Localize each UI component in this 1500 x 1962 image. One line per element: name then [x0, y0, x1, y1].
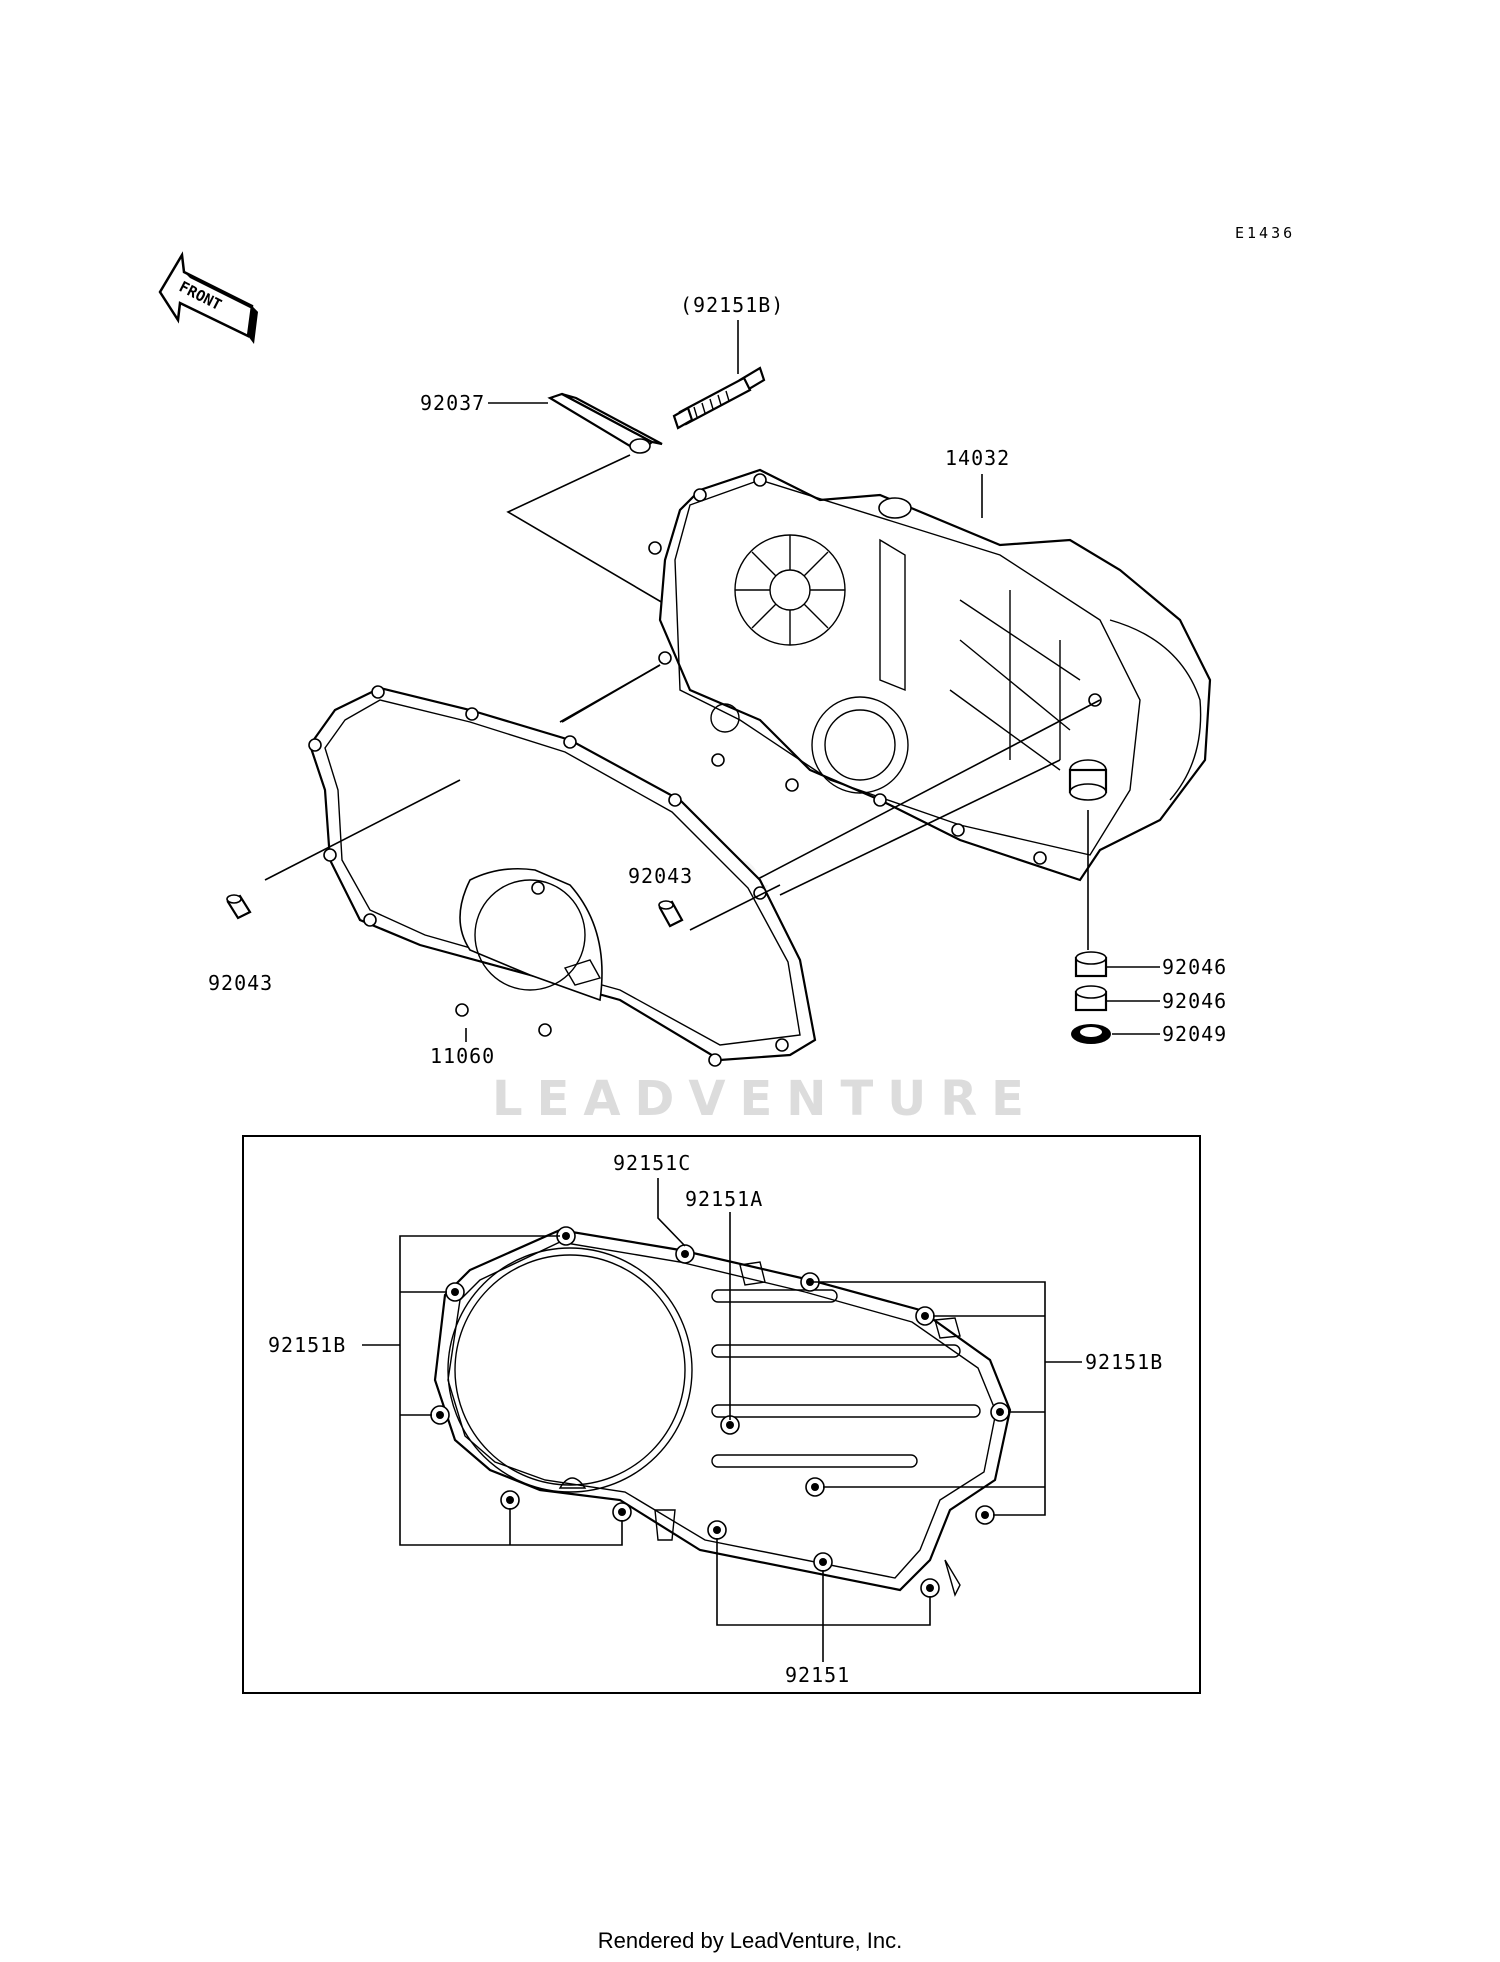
label-dowel-left: 92043 [208, 971, 273, 995]
label-bolt-ref: (92151B) [680, 293, 784, 317]
diagram-code: E1436 [1235, 224, 1295, 242]
front-arrow-icon: FRONT [158, 251, 258, 344]
gasket-part [308, 685, 817, 1067]
dowel-left-part [226, 894, 252, 920]
bolt-part [672, 320, 766, 430]
label-bolt-b-left: 92151B [268, 1333, 346, 1357]
label-bolt-plain: 92151 [785, 1663, 850, 1687]
label-bolt-a: 92151A [685, 1187, 763, 1211]
label-gasket: 11060 [430, 1044, 495, 1068]
label-bolt-b-right: 92151B [1085, 1350, 1163, 1374]
bushing-2-part [1074, 985, 1108, 1012]
bushing-1-part [1074, 951, 1108, 978]
watermark-text: LEADVENTURE [492, 1071, 1038, 1127]
bolt-layout-frame [242, 1135, 1201, 1694]
collar-part [547, 392, 663, 454]
dowel-center-part [658, 900, 684, 928]
bearing-part [1071, 1024, 1111, 1044]
label-bushing-2: 92046 [1162, 989, 1227, 1013]
footer-credit: Rendered by LeadVenture, Inc. [598, 1928, 903, 1953]
label-collar: 92037 [420, 391, 485, 415]
label-bolt-c: 92151C [613, 1151, 691, 1175]
label-bushing-1: 92046 [1162, 955, 1227, 979]
cover-part [648, 468, 1212, 882]
label-cover: 14032 [945, 446, 1010, 470]
label-dowel-center: 92043 [628, 864, 693, 888]
label-bearing: 92049 [1162, 1022, 1227, 1046]
